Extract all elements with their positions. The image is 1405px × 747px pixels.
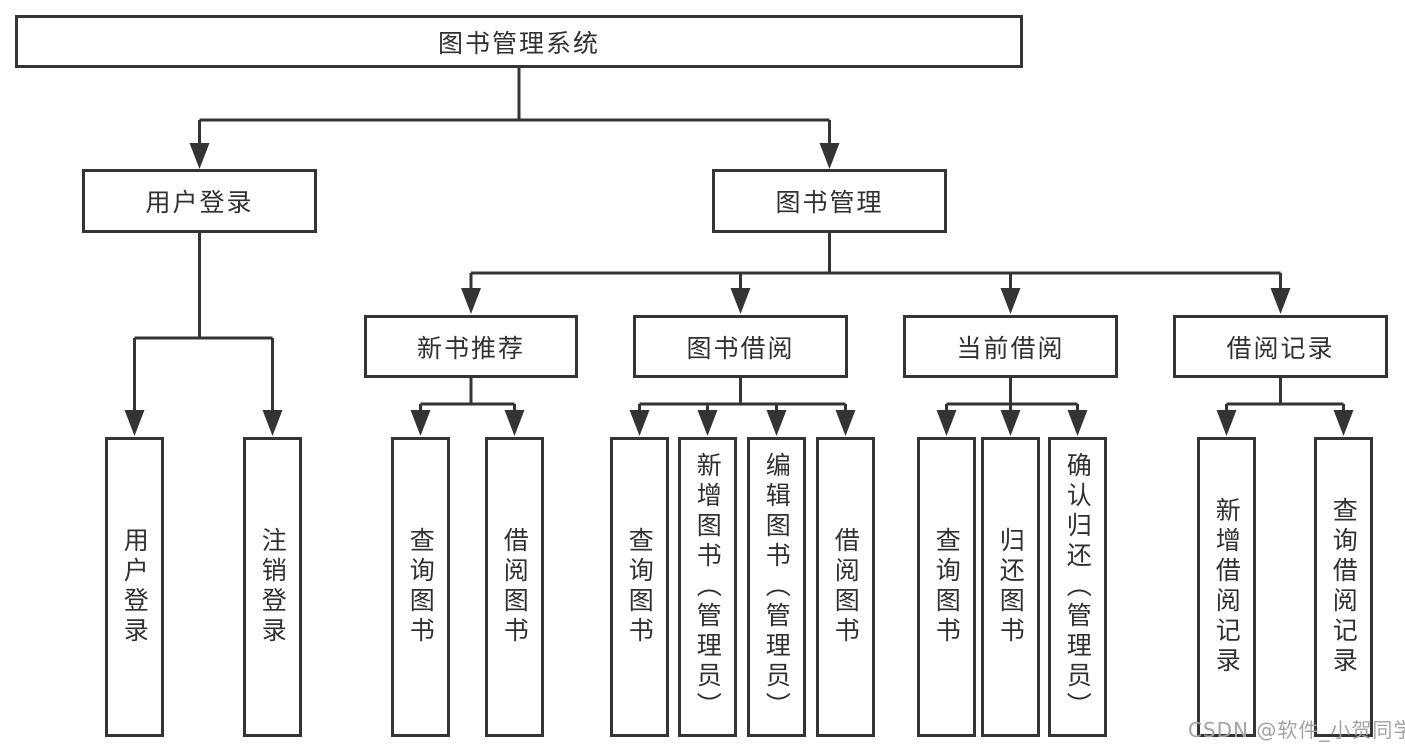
leaf-query-book-borrow: 查询图书 xyxy=(610,437,669,737)
node-label: 图书管理 xyxy=(775,188,884,217)
node-label: 图书管理系统 xyxy=(437,28,600,58)
node-label: 确认归还（管理员） xyxy=(1063,452,1093,722)
node-label: 查询借阅记录 xyxy=(1329,497,1359,677)
node-label: 编辑图书（管理员） xyxy=(762,452,792,722)
leaf-query-book-current: 查询图书 xyxy=(917,437,976,737)
node-label: 用户登录 xyxy=(145,188,254,217)
leaf-add-book-admin: 新增图书（管理员） xyxy=(678,437,737,737)
node-root-library-system: 图书管理系统 xyxy=(15,15,1023,68)
leaf-borrow-book: 借阅图书 xyxy=(816,437,875,737)
node-label: 借阅图书 xyxy=(500,527,530,647)
connector-root-to-level2 xyxy=(189,68,840,169)
leaf-return-book: 归还图书 xyxy=(981,437,1040,737)
leaf-query-book-recommend: 查询图书 xyxy=(391,437,450,737)
node-label: 查询图书 xyxy=(625,527,655,647)
node-label: 新增借阅记录 xyxy=(1212,497,1242,677)
connector-book-borrow-to-leaves xyxy=(629,378,856,436)
node-label: 注销登录 xyxy=(258,527,288,647)
connector-book-management-to-level3 xyxy=(461,233,1291,314)
leaf-confirm-return-admin: 确认归还（管理员） xyxy=(1048,437,1107,737)
node-label: 借阅记录 xyxy=(1226,333,1335,363)
node-label: 归还图书 xyxy=(996,527,1026,647)
node-label: 当前借阅 xyxy=(956,333,1065,363)
connector-borrow-records-to-leaves xyxy=(1216,378,1354,436)
node-label: 借阅图书 xyxy=(831,527,861,647)
node-label: 新增图书（管理员） xyxy=(693,452,723,722)
node-book-management: 图书管理 xyxy=(712,169,947,233)
leaf-edit-book-admin: 编辑图书（管理员） xyxy=(747,437,806,737)
leaf-logout: 注销登录 xyxy=(243,437,302,737)
leaf-user-login: 用户登录 xyxy=(105,437,164,737)
node-label: 新书推荐 xyxy=(416,333,525,363)
node-book-borrow: 图书借阅 xyxy=(633,315,848,378)
node-label: 图书借阅 xyxy=(686,333,795,363)
node-current-borrow: 当前借阅 xyxy=(903,315,1118,378)
leaf-borrow-book-recommend: 借阅图书 xyxy=(485,437,544,737)
node-new-book-recommend: 新书推荐 xyxy=(364,315,578,378)
node-label: 查询图书 xyxy=(406,527,436,647)
node-borrow-records: 借阅记录 xyxy=(1173,315,1388,378)
connector-user-login-to-leaves xyxy=(124,233,283,436)
csdn-watermark: CSDN @软件_小贺同学 xyxy=(1188,718,1405,742)
node-user-login: 用户登录 xyxy=(82,169,317,233)
leaf-query-borrow-record: 查询借阅记录 xyxy=(1314,437,1373,737)
node-label: 用户登录 xyxy=(120,527,150,647)
node-label: 查询图书 xyxy=(932,527,962,647)
connector-new-book-to-leaves xyxy=(410,378,525,436)
connector-current-borrow-to-leaves xyxy=(936,378,1088,436)
leaf-add-borrow-record: 新增借阅记录 xyxy=(1197,437,1256,737)
